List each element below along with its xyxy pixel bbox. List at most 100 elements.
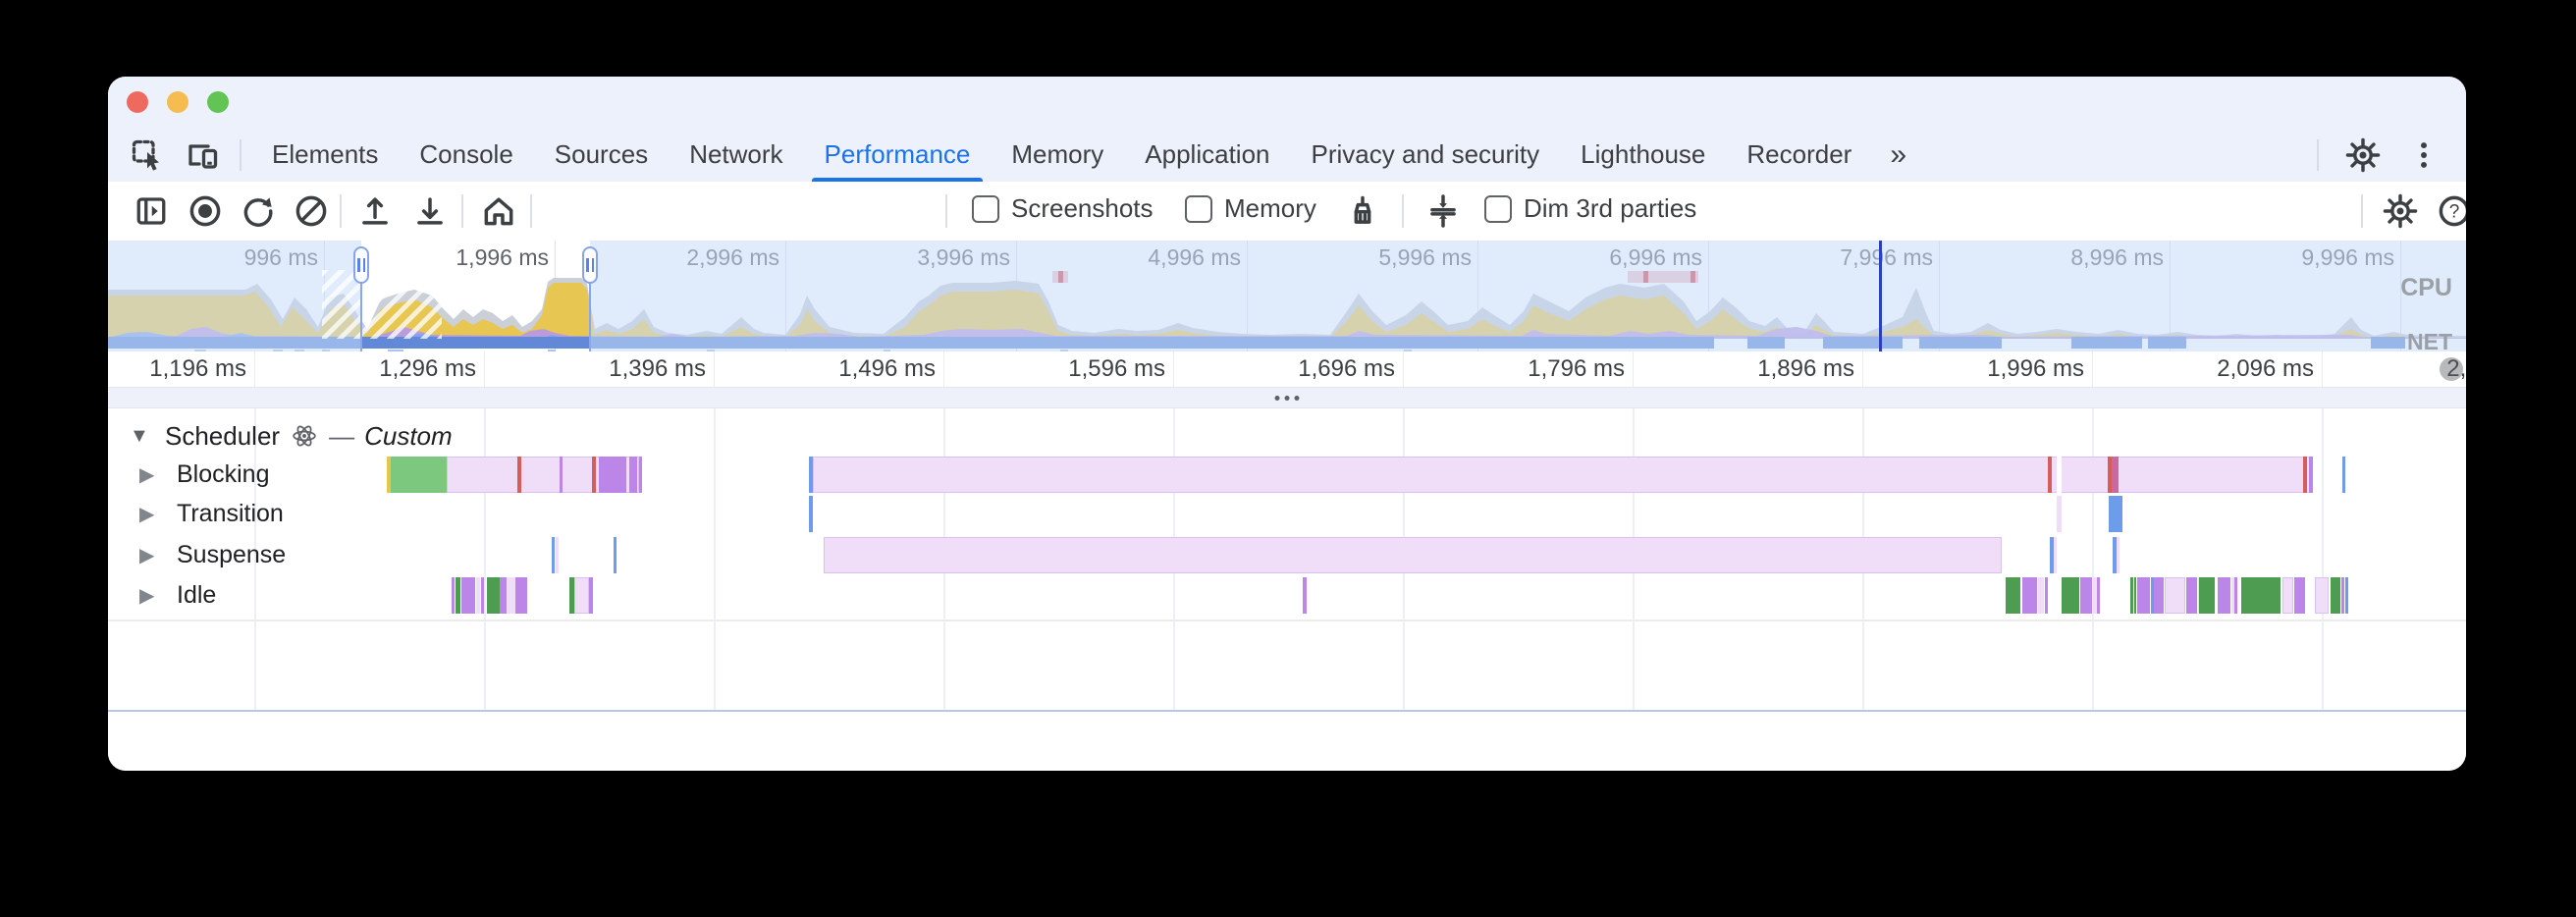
- flame-bar-blocking[interactable]: [592, 457, 596, 493]
- flame-bar-blocking[interactable]: [2057, 457, 2062, 493]
- flame-bar-idle[interactable]: [2165, 577, 2185, 614]
- flame-bar-idle[interactable]: [2241, 577, 2281, 614]
- flame-bar-idle[interactable]: [461, 577, 475, 614]
- flame-bar-suspense[interactable]: [2117, 537, 2120, 573]
- help-icon[interactable]: ?: [2435, 191, 2466, 231]
- more-tabs-icon[interactable]: »: [1890, 137, 1907, 171]
- flame-bar-idle[interactable]: [2130, 577, 2133, 614]
- flame-bar-idle[interactable]: [2198, 577, 2199, 614]
- flame-bar-transition[interactable]: [809, 496, 813, 532]
- flame-bar-idle[interactable]: [2134, 577, 2136, 614]
- record-and-reload-icon[interactable]: [239, 191, 278, 231]
- flame-bar-idle[interactable]: [2080, 577, 2092, 614]
- tab-network[interactable]: Network: [689, 139, 783, 169]
- tab-memory[interactable]: Memory: [1011, 139, 1104, 169]
- flame-bar-blocking[interactable]: [517, 457, 521, 493]
- expand-arrow-icon[interactable]: ▶: [139, 504, 155, 525]
- collapse-arrow-icon[interactable]: ▼: [130, 424, 149, 447]
- customize-devtools-icon[interactable]: [2407, 138, 2441, 172]
- flame-bar-idle[interactable]: [2234, 577, 2237, 614]
- flame-bar-blocking[interactable]: [391, 457, 447, 493]
- flame-bar-transition[interactable]: [2109, 496, 2122, 532]
- memory-checkbox[interactable]: [1185, 194, 1212, 223]
- flame-bar-idle[interactable]: [2331, 577, 2340, 614]
- track-row-suspense[interactable]: ▶Suspense: [139, 537, 286, 573]
- expand-arrow-icon[interactable]: ▶: [139, 545, 155, 566]
- flame-bar-idle[interactable]: [2006, 577, 2020, 614]
- panel-resize-strip[interactable]: [108, 387, 2466, 408]
- flame-bar-blocking[interactable]: [2108, 457, 2112, 493]
- settings-gear-icon[interactable]: [2344, 136, 2382, 174]
- tab-elements[interactable]: Elements: [272, 139, 379, 169]
- flame-bar-idle[interactable]: [2151, 577, 2154, 614]
- tab-lighthouse[interactable]: Lighthouse: [1581, 139, 1706, 169]
- flame-bar-blocking[interactable]: [809, 457, 813, 493]
- flame-bar-suspense[interactable]: [2113, 537, 2117, 573]
- scheduler-track-header[interactable]: ▼ Scheduler — Custom: [130, 420, 453, 452]
- flame-bar-idle[interactable]: [2199, 577, 2215, 614]
- tab-privacy-and-security[interactable]: Privacy and security: [1311, 139, 1540, 169]
- flame-bar-blocking[interactable]: [813, 457, 2313, 493]
- download-profile-icon[interactable]: [410, 191, 450, 231]
- screenshots-checkbox[interactable]: [972, 194, 999, 223]
- home-icon[interactable]: [479, 191, 518, 231]
- drag-handle-dots[interactable]: [1274, 396, 1300, 401]
- track-row-transition[interactable]: ▶Transition: [139, 496, 284, 532]
- flame-bar-idle[interactable]: [500, 577, 507, 614]
- flame-bar-blocking[interactable]: [387, 457, 391, 493]
- record-icon[interactable]: [186, 191, 225, 231]
- flame-bar-idle[interactable]: [2045, 577, 2048, 614]
- flame-bar-suspense[interactable]: [2054, 537, 2057, 573]
- flame-bar-idle[interactable]: [2345, 577, 2348, 614]
- flame-bar-suspense[interactable]: [556, 537, 559, 573]
- flame-bar-suspense[interactable]: [552, 537, 555, 573]
- flame-bar-idle[interactable]: [2038, 577, 2044, 614]
- flame-bar-idle[interactable]: [476, 577, 480, 614]
- flame-bar-idle[interactable]: [2294, 577, 2305, 614]
- tab-application[interactable]: Application: [1145, 139, 1270, 169]
- tab-recorder[interactable]: Recorder: [1746, 139, 1852, 169]
- flame-bar-suspense[interactable]: [2050, 537, 2054, 573]
- clear-icon[interactable]: [292, 191, 331, 231]
- upload-profile-icon[interactable]: [355, 191, 395, 231]
- tab-performance[interactable]: Performance: [804, 128, 992, 182]
- flame-bar-idle[interactable]: [2218, 577, 2230, 614]
- flame-bar-idle[interactable]: [2231, 577, 2234, 614]
- flame-bar-idle[interactable]: [481, 577, 484, 614]
- flame-bar-idle[interactable]: [2093, 577, 2097, 614]
- flame-bar-idle[interactable]: [2282, 577, 2293, 614]
- flame-bar-blocking[interactable]: [2303, 457, 2307, 493]
- flame-bar-idle[interactable]: [507, 577, 515, 614]
- flame-bar-idle[interactable]: [574, 577, 589, 614]
- selection-handle-left[interactable]: [353, 246, 369, 284]
- expand-arrow-icon[interactable]: ▶: [139, 585, 155, 607]
- flame-bar-blocking[interactable]: [560, 457, 563, 493]
- flame-bar-idle[interactable]: [487, 577, 500, 614]
- flame-bar-blocking[interactable]: [639, 457, 642, 493]
- flame-bar-idle[interactable]: [2315, 577, 2329, 614]
- track-row-blocking[interactable]: ▶Blocking: [139, 457, 270, 493]
- minimize-window-button[interactable]: [167, 91, 188, 113]
- collect-garbage-icon[interactable]: [1343, 191, 1382, 231]
- flame-bar-idle[interactable]: [2062, 577, 2079, 614]
- close-window-button[interactable]: [127, 91, 148, 113]
- flame-bar-idle[interactable]: [456, 577, 460, 614]
- overview-playhead[interactable]: [1879, 241, 1882, 351]
- flame-bar-blocking[interactable]: [2048, 457, 2052, 493]
- flame-bar-idle[interactable]: [2097, 577, 2100, 614]
- tab-console[interactable]: Console: [419, 139, 513, 169]
- flame-bar-idle[interactable]: [2186, 577, 2197, 614]
- flame-bar-idle[interactable]: [452, 577, 455, 614]
- flame-bar-blocking[interactable]: [2309, 457, 2313, 493]
- flame-bar-blocking[interactable]: [2112, 457, 2119, 493]
- toggle-sidebar-icon[interactable]: [132, 191, 171, 231]
- flame-bar-suspense[interactable]: [614, 537, 617, 573]
- capture-settings-gear-icon[interactable]: [2381, 191, 2420, 231]
- flame-bar-idle[interactable]: [2022, 577, 2037, 614]
- device-toolbar-icon[interactable]: [185, 137, 220, 173]
- flame-bar-idle[interactable]: [589, 577, 593, 614]
- flame-bar-blocking[interactable]: [599, 457, 626, 493]
- expand-arrow-icon[interactable]: ▶: [139, 464, 155, 486]
- flame-bar-idle[interactable]: [1303, 577, 1307, 614]
- flame-bar-idle[interactable]: [2341, 577, 2344, 614]
